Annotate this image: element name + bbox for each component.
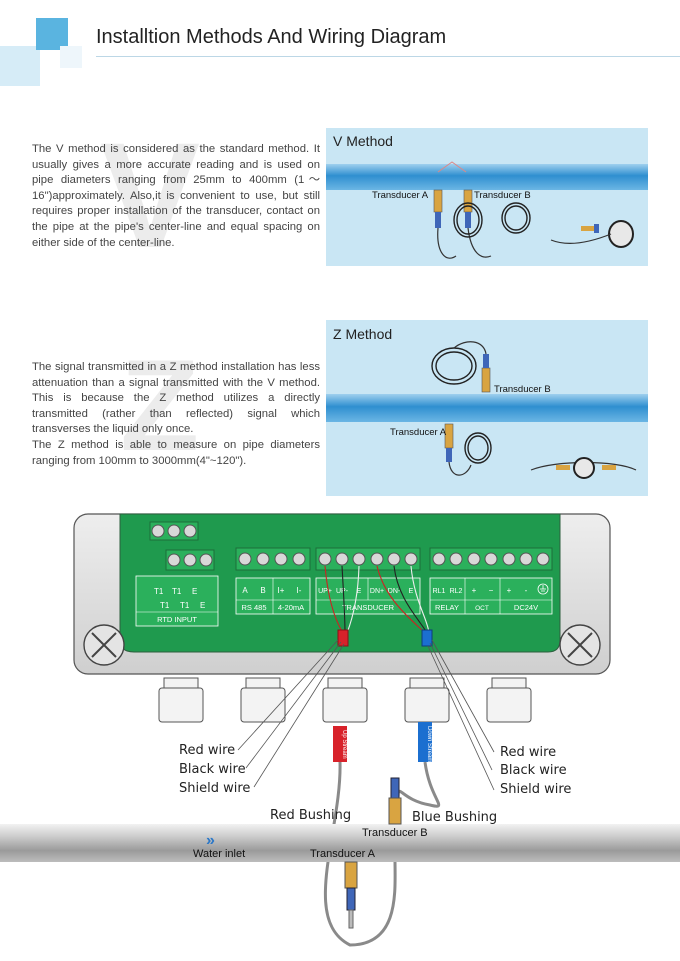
relay-pin-2: RL2 [450,588,463,595]
oct-group-label: OCT [475,605,489,612]
left-shield-wire-label: Shield wire [179,781,251,796]
transducer-group-label: TRANSDUCER [342,603,395,612]
v-method-illustration [326,161,648,259]
transducer-pin-e2: E [409,588,414,595]
transducer-a-icon [344,861,358,929]
z-method-text-2: The Z method is able to measure on pipe … [32,438,320,467]
v-pipe-clamp-icon [550,220,634,248]
z-watermark: Z [120,332,200,478]
comm-terminal-block: A B I+ I- RS 485 4-20mA [235,547,311,615]
oct-pin-minus: − [489,586,494,595]
blue-bushing-marker [421,629,433,647]
v-method-panel: V Method Transducer A Transducer B [326,128,648,266]
rs485-pin-b: B [260,586,265,595]
rtd-group-label: RTD INPUT [157,615,197,624]
transducer-b-icon [388,777,402,825]
water-inlet-label: Water inlet [193,848,246,860]
right-shield-wire-label: Shield wire [500,782,572,797]
rtd-pin-3: E [192,587,197,596]
rs485-group-label: RS 485 [241,603,266,612]
right-screw-icon [559,624,601,666]
right-red-wire-label: Red wire [500,745,557,760]
leader-lines [237,639,495,791]
transducer-b-label: Transducer B [362,827,428,839]
header-decor-square-pale [60,46,82,68]
z-pipe [326,394,648,422]
transducer-terminal-block: UP+ UP- E DN+ DN- E TRANSDUCER [315,547,421,615]
left-black-wire-label: Black wire [179,762,246,777]
rtd-pin-6: E [200,601,205,610]
v-method-title: V Method [333,133,393,149]
v-watermark: V [100,111,201,279]
rs485-pin-a: A [242,586,248,595]
header-decor-square-blue [36,18,68,50]
cable-glands [158,677,532,723]
downstream-tag-text: Down Stream [426,726,432,762]
rtd-pin-1: T1 [154,587,164,596]
z-label-transducer-b: Transducer B [494,384,551,395]
rtd-pin-5: T1 [180,601,190,610]
z-transducer-b [431,341,491,393]
page-title: Installtion Methods And Wiring Diagram [96,26,447,48]
transducer-pin-dn-plus: DN+ [370,588,384,595]
transducer-pin-up-plus: UP+ [318,588,332,595]
rtd-pin-4: T1 [160,601,170,610]
z-transducer-a [444,423,492,476]
red-bushing-label: Red Bushing [270,808,352,823]
z-method-illustration [326,341,648,479]
z-label-transducer-a: Transducer A [390,427,447,438]
wiring-diagram: T1 T1 E T1 T1 E RTD INPUT A B I+ I- RS 4… [0,513,680,947]
z-method-description: The signal transmitted in a Z method ins… [32,360,320,469]
v-label-transducer-a: Transducer A [372,190,429,201]
z-method-text-1: The signal transmitted in a Z method ins… [32,361,320,436]
transducer-pin-e1: E [357,588,362,595]
v-cable-coil-2 [501,202,531,234]
header-decor-square-light [0,46,40,86]
blue-bushing-label: Blue Bushing [412,810,498,825]
v-label-transducer-b: Transducer B [474,190,531,201]
upstream-cable-tag [333,726,347,762]
transducer-pin-up-minus: UP- [336,588,349,595]
output-terminal-block: RL1 RL2 + − + - RELAY OCT DC24V [429,547,553,615]
right-black-wire-label: Black wire [500,763,567,778]
analog-pin-plus: I+ [278,586,285,595]
rtd-pin-2: T1 [172,587,182,596]
header-divider [96,56,680,57]
transducer-a-label: Transducer A [310,848,376,860]
z-method-title: Z Method [333,326,393,342]
v-transducer-a [433,189,457,259]
downstream-cable-tag [418,722,432,762]
main-pipe [0,824,680,862]
rtd-terminal-block: T1 T1 E T1 T1 E RTD INPUT [135,521,219,627]
power-pin-plus: + [507,586,512,595]
relay-group-label: RELAY [435,603,459,612]
oct-pin-plus: + [472,586,477,595]
power-group-label: DC24V [514,603,538,612]
upstream-tag-text: Up Stream [341,730,347,759]
analog-group-label: 4-20mA [278,603,304,612]
relay-pin-1: RL1 [433,588,446,595]
power-pin-minus: - [525,586,528,595]
z-method-panel: Z Method Transducer B Transducer A [326,320,648,496]
analog-pin-minus: I- [297,586,302,595]
internal-wires [324,565,430,634]
v-signal-path [437,161,467,173]
z-pipe-clamp-icon [530,457,637,479]
left-screw-icon [83,624,125,666]
v-cable-coil-1 [453,202,483,238]
flow-direction-icon: » [206,832,215,849]
v-method-text: The V method is considered as the standa… [32,143,320,249]
v-method-description: The V method is considered as the standa… [32,142,320,251]
v-pipe [326,164,648,190]
transducer-pin-dn-minus: DN- [388,588,401,595]
left-red-wire-label: Red wire [179,743,236,758]
ground-icon [537,583,549,595]
